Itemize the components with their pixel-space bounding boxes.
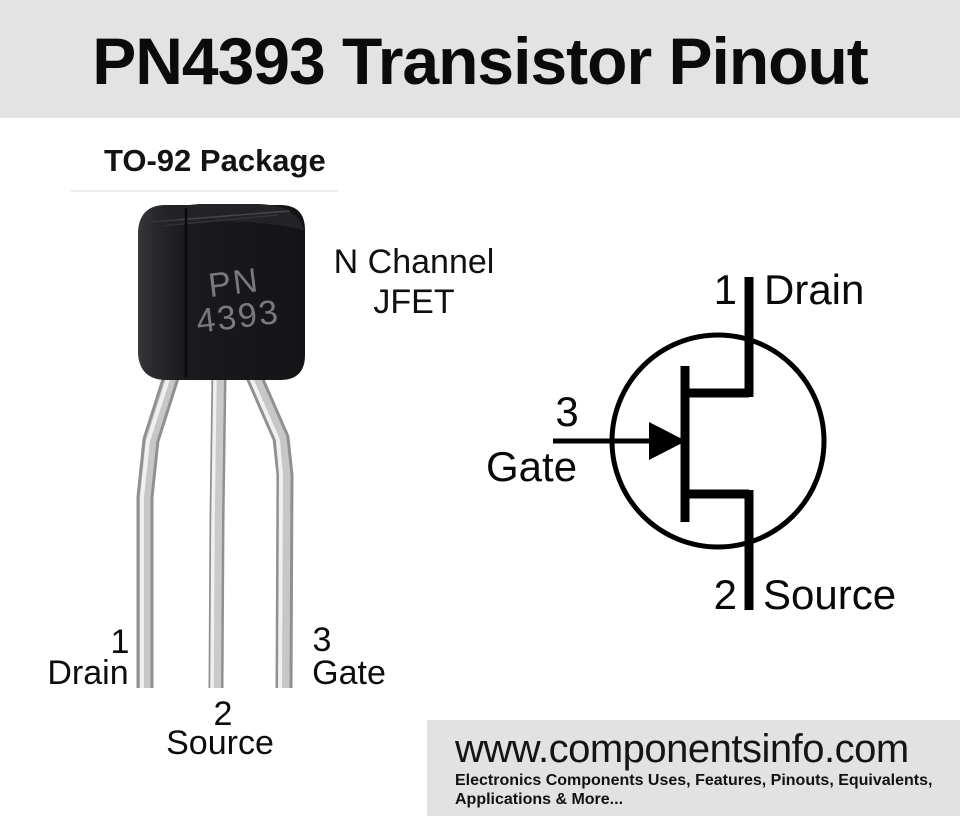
type-line1: N Channel [333, 243, 495, 281]
body-marking: PN 4393 [182, 260, 290, 341]
photo-pin2-number: 2 [213, 695, 233, 733]
symbol-gate-name: Gate [486, 443, 578, 490]
leg-gate [245, 370, 294, 689]
package-label: TO-92 Package [104, 143, 326, 178]
symbol-gate-number: 3 [555, 388, 579, 435]
footer-box: www.componentsinfo.com Electronics Compo… [427, 720, 960, 816]
leg-drain [136, 371, 181, 688]
transistor-type-label: N Channel JFET [330, 242, 498, 322]
photo-pin2-name: Source [166, 724, 274, 762]
transistor-photo [136, 204, 305, 689]
symbol-source-number: 2 [713, 571, 737, 618]
type-line2: JFET [373, 283, 455, 321]
tagline-line1: Electronics Components Uses, Features, P… [455, 772, 933, 789]
website-text: www.componentsinfo.com [455, 727, 909, 771]
jfet-symbol [553, 277, 827, 610]
photo-pin1-name: Drain [47, 654, 129, 692]
page-title: PN4393 Transistor Pinout [92, 24, 869, 98]
photo-edge-line [71, 190, 338, 192]
tagline-line2: Applications & More... [455, 791, 624, 808]
symbol-drain-number: 1 [713, 266, 737, 313]
transistor-body [138, 204, 305, 380]
header-band: PN4393 Transistor Pinout [0, 0, 960, 118]
symbol-source-name: Source [763, 571, 897, 618]
photo-pin3-name: Gate [312, 654, 386, 692]
photo-pin3-number: 3 [312, 621, 332, 659]
photo-pin1-number: 1 [110, 623, 130, 661]
leg-source [208, 375, 227, 689]
symbol-drain-name: Drain [764, 266, 865, 313]
gate-arrow-icon [649, 422, 686, 460]
